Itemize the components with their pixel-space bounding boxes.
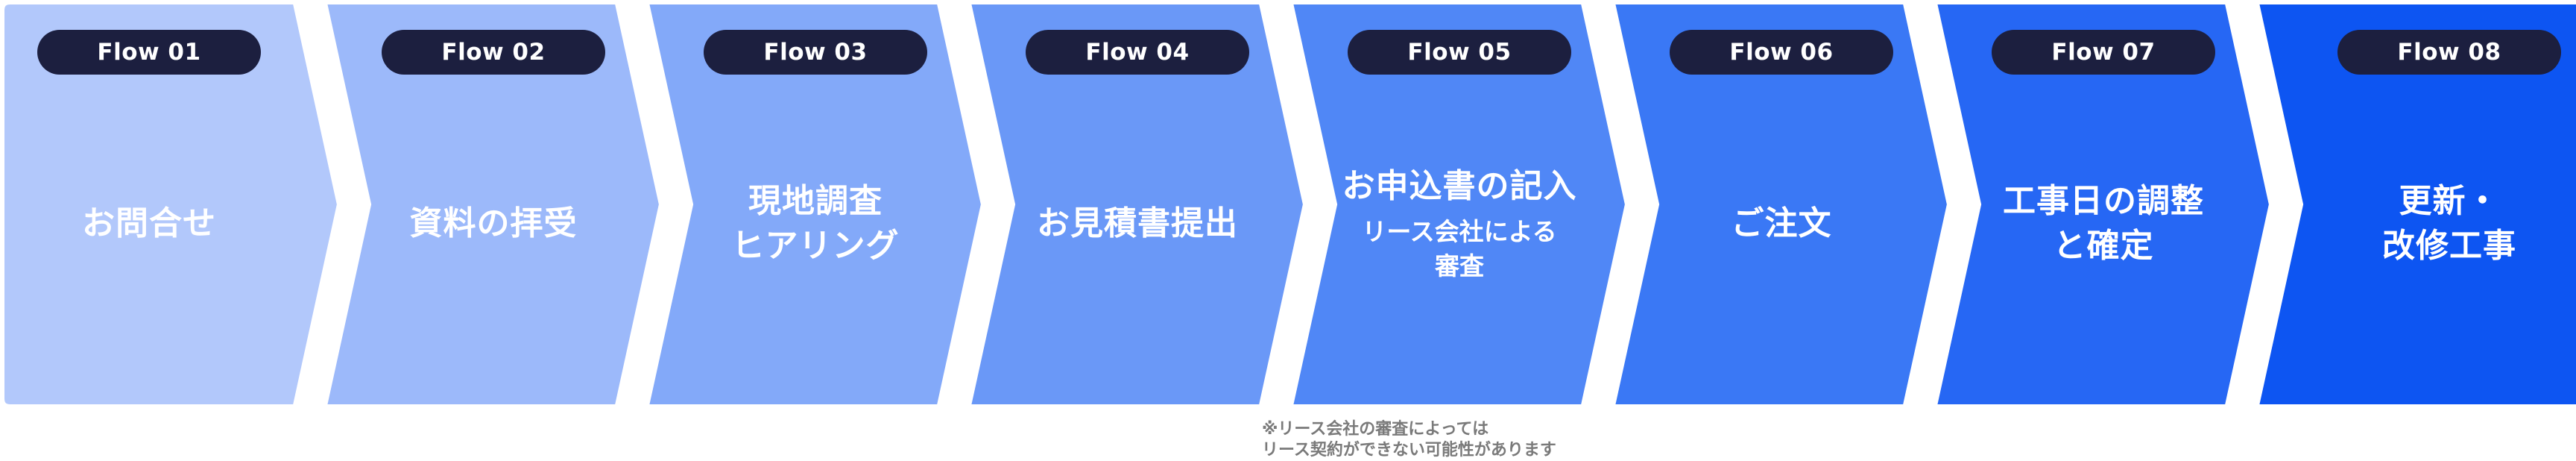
flow-step-content: お申込書の記入リース会社による 審査 bbox=[1310, 142, 1609, 306]
flow-step-content: 工事日の調整 と確定 bbox=[1954, 142, 2253, 306]
flow-step-arrow-shape bbox=[638, 0, 991, 413]
flow-step-badge: Flow 08 bbox=[2337, 30, 2561, 75]
flow-diagram: Flow 01 お問合せ Flow 02 資料の拝受 Flow 03 現地調査 ヒアリング… bbox=[0, 0, 2576, 413]
flow-step-4: Flow 04 お見積書提出 bbox=[960, 0, 1313, 413]
flow-step-title: お申込書の記入 bbox=[1342, 167, 1577, 205]
flow-step-badge: Flow 07 bbox=[1992, 30, 2215, 75]
flow-step-title: お問合せ bbox=[82, 204, 216, 242]
flow-step-content: ご注文 bbox=[1632, 142, 1931, 306]
flow-step-content: 更新・ 改修工事 bbox=[2300, 142, 2576, 306]
flow-step-1: Flow 01 お問合せ bbox=[0, 0, 347, 413]
flow-step-8: Flow 08 更新・ 改修工事 bbox=[2248, 0, 2576, 413]
flow-step-arrow-shape bbox=[0, 0, 347, 413]
flow-step-title: 現地調査 ヒアリング bbox=[731, 182, 900, 265]
flow-step-arrow-shape bbox=[1604, 0, 1957, 413]
flow-step-5: Flow 05 お申込書の記入リース会社による 審査 bbox=[1282, 0, 1635, 413]
flow-step-badge: Flow 03 bbox=[704, 30, 927, 75]
flow-step-content: お見積書提出 bbox=[988, 142, 1287, 306]
flow-step-content: お問合せ bbox=[0, 142, 298, 306]
flow-step-arrow-shape bbox=[1282, 0, 1635, 413]
flow-step-badge: Flow 05 bbox=[1348, 30, 1571, 75]
flow-step-arrow-shape bbox=[2248, 0, 2576, 413]
flow-step-content: 資料の拝受 bbox=[344, 142, 643, 306]
flow-step-title: 資料の拝受 bbox=[409, 204, 578, 242]
flow-step-subtitle: リース会社による 審査 bbox=[1362, 217, 1557, 280]
flow-step-title: ご注文 bbox=[1731, 204, 1832, 242]
flow-step-badge: Flow 06 bbox=[1670, 30, 1893, 75]
flow-step-content: 現地調査 ヒアリング bbox=[666, 142, 965, 306]
flow-step-title: 更新・ 改修工事 bbox=[2382, 182, 2516, 265]
flow-step-7: Flow 07 工事日の調整 と確定 bbox=[1926, 0, 2279, 413]
flow-step-arrow-shape bbox=[316, 0, 669, 413]
flow-step-arrow-shape bbox=[1926, 0, 2279, 413]
flow-step-badge: Flow 01 bbox=[37, 30, 261, 75]
footnote: ※リース会社の審査によっては リース契約ができない可能性があります bbox=[1262, 420, 1556, 460]
flow-step-title: お見積書提出 bbox=[1037, 204, 1238, 242]
flow-step-6: Flow 06 ご注文 bbox=[1604, 0, 1957, 413]
flow-step-2: Flow 02 資料の拝受 bbox=[316, 0, 669, 413]
flow-step-badge: Flow 04 bbox=[1026, 30, 1249, 75]
flow-step-arrow-shape bbox=[960, 0, 1313, 413]
flow-step-badge: Flow 02 bbox=[382, 30, 605, 75]
flow-step-3: Flow 03 現地調査 ヒアリング bbox=[638, 0, 991, 413]
flow-step-title: 工事日の調整 と確定 bbox=[2003, 182, 2204, 265]
